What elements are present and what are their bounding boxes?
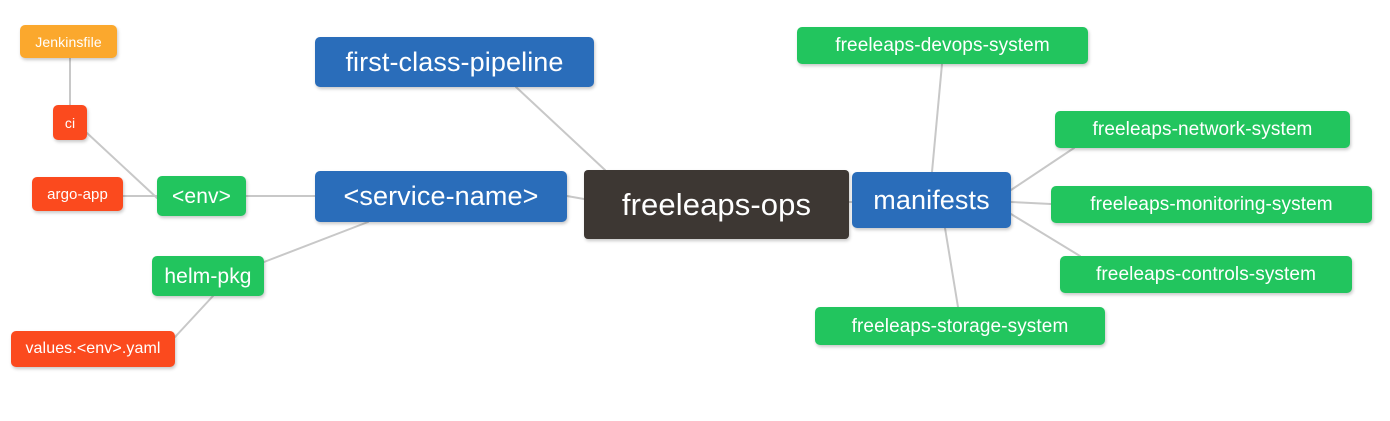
node-label: freeleaps-monitoring-system [1090,194,1333,215]
node-label: freeleaps-controls-system [1095,264,1317,285]
node-freeleaps-devops-system[interactable]: freeleaps-devops-system [797,27,1088,64]
node-env[interactable]: <env> [157,176,246,216]
node-values-yaml[interactable]: values.<env>.yaml [11,331,175,367]
node-jenkinsfile[interactable]: Jenkinsfile [20,25,117,58]
node-label: argo-app [47,185,108,203]
node-label: first-class-pipeline [345,46,564,77]
node-manifests[interactable]: manifests [852,172,1011,228]
node-first-class-pipeline[interactable]: first-class-pipeline [315,37,594,87]
edge-first-class-pipeline-to-freeleaps-ops [515,86,606,171]
node-freeleaps-network-system[interactable]: freeleaps-network-system [1055,111,1350,148]
node-label: ci [64,114,76,131]
node-helm-pkg[interactable]: helm-pkg [152,256,264,296]
node-label: freeleaps-network-system [1092,119,1313,140]
node-service-name[interactable]: <service-name> [315,171,567,222]
edge-manifests-to-freeleaps-network-system [1010,147,1075,191]
node-label: freeleaps-devops-system [835,35,1050,56]
edge-service-name-to-freeleaps-ops [566,195,585,200]
node-label: helm-pkg [164,264,252,288]
node-label: <env> [172,184,231,208]
node-argo-app[interactable]: argo-app [32,177,123,211]
edge-manifests-to-freeleaps-devops-system [931,63,943,173]
node-label: Jenkinsfile [35,33,102,50]
node-label: freeleaps-storage-system [851,315,1069,337]
edge-manifests-to-freeleaps-monitoring-system [1010,201,1052,205]
edge-manifests-to-freeleaps-storage-system [944,227,959,308]
node-freeleaps-monitoring-system[interactable]: freeleaps-monitoring-system [1051,186,1372,223]
edge-values-yaml-to-helm-pkg [174,295,214,338]
node-label: <service-name> [343,181,539,211]
node-freeleaps-controls-system[interactable]: freeleaps-controls-system [1060,256,1352,293]
node-freeleaps-storage-system[interactable]: freeleaps-storage-system [815,307,1105,345]
node-ci[interactable]: ci [53,105,87,140]
node-label: manifests [873,184,990,215]
node-label: values.<env>.yaml [25,340,161,357]
edge-helm-pkg-to-service-name [263,221,369,263]
node-freeleaps-ops[interactable]: freeleaps-ops [584,170,849,239]
node-label: freeleaps-ops [621,187,812,222]
